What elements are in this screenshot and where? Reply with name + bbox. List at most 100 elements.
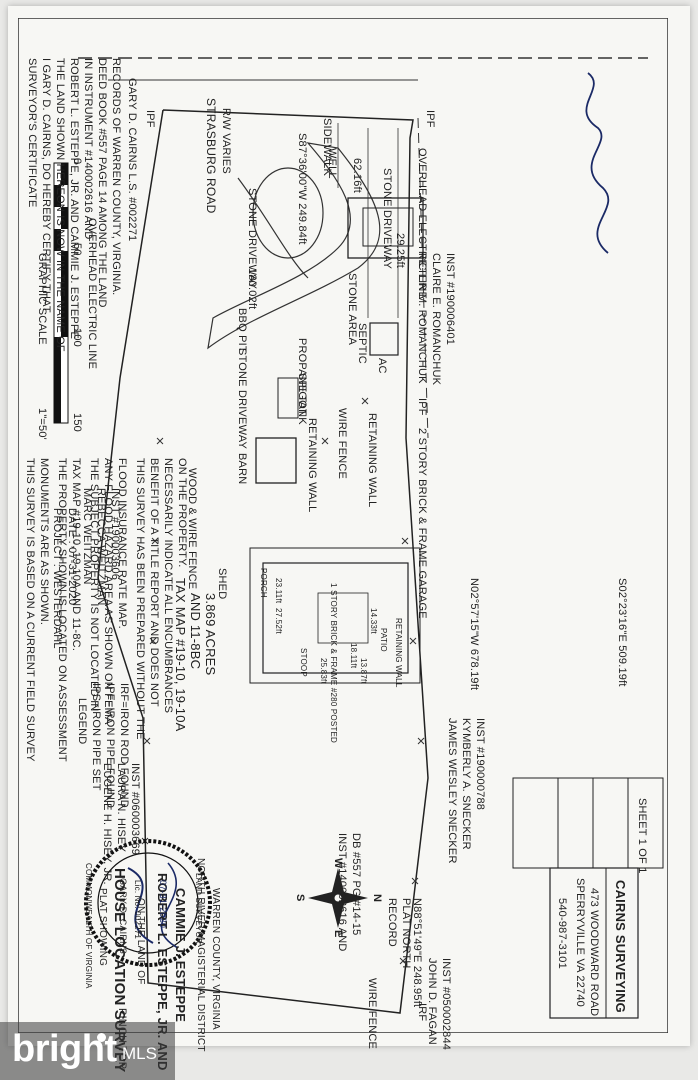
label-acres: 3.869 ACRES [203, 593, 218, 676]
label-weitzman-2: REBECCA WEITZMAN [95, 488, 107, 606]
graphic-scale-bar [53, 162, 69, 424]
title-line-5: CAMMIE J. ESTEPPE [173, 888, 188, 1023]
label-tax-map-1: TAX MAP #19-10, 19-10A [173, 578, 188, 732]
legend-item-irf: IRF=IRON ROD FOUND [118, 683, 130, 808]
label-septic: SEPTIC [356, 323, 368, 364]
survey-paper: PLAT SHOWING HOUSE LOCATION SURVEY ON TH… [8, 6, 690, 1073]
label-stone-driveway-top: STONE DRIVEWAY [381, 168, 393, 269]
label-barn: BARN [236, 453, 248, 485]
north-label-n: N [371, 894, 383, 903]
note-line-9: BENEFIT OF A TITLE REPORT AND DOES NOT [148, 458, 160, 707]
road-rw: R/W VARIES [220, 108, 232, 174]
house-title: 1 STORY BRICK & FRAME #280 POSTED [329, 583, 338, 743]
overhead-electric-line [417, 117, 429, 439]
label-sheet: SHEET 1 OF 1 [636, 798, 648, 874]
label-overhead-electric-left: OVERHEAD ELECTRIC LINE [86, 218, 98, 370]
label-project: PROJECT : WESTERDAHL [51, 508, 63, 649]
watermark-dot-icon [97, 1033, 106, 1042]
house-dim-5: 25.83ft [319, 658, 328, 684]
label-record-north-2: PLAT NORTH [400, 898, 412, 969]
road-name: STRASBURG ROAD [204, 98, 218, 214]
label-retaining-wall: RETAINING WALL [306, 418, 318, 513]
house-porch: PORCH [259, 568, 268, 598]
north-label-w: W [332, 858, 344, 869]
label-hisey-3: INST #060003669 [129, 763, 141, 856]
north-label-s: S [294, 894, 306, 902]
certificate-line-4: IN INSTRUMENT #140002616 AND [82, 58, 94, 240]
scale-title: GRAPHIC SCALE [36, 253, 48, 345]
north-arrow [308, 868, 368, 928]
house-retaining-wall: RETAINING WALL [394, 618, 403, 688]
label-spigot: SPIGOT [296, 373, 308, 416]
monument-ipf-2: IPF [424, 110, 436, 128]
property-boundary [97, 109, 429, 1014]
label-wire-fence: WIRE FENCE [336, 408, 348, 480]
firm-phone: 540-987-3101 [556, 898, 568, 969]
label-wire-fence-2: WIRE FENCE [366, 978, 378, 1050]
label-weitzman-3: INST #190003606 [109, 488, 121, 581]
label-ac: AC [376, 358, 388, 374]
house-detail-frame [249, 547, 421, 684]
legend-item-ips: IPS=IRON PIPE SET [90, 683, 102, 791]
house-dim-1: 23.11ft [274, 578, 283, 604]
bearing-top: S87°36'00"W 249.84ft [296, 133, 308, 245]
label-stone-driveway-mid: STONE DRIVEWAY [236, 348, 248, 449]
firm-name: CAIRNS SURVEYING [613, 880, 628, 1013]
label-romanchuk-2: CLAIRE E. ROMANCHUK [430, 253, 442, 386]
bearing-bottom: N88°51'49"E 248.95ft [411, 898, 423, 1008]
label-date: DATE : 07-31-2020 [66, 508, 78, 606]
surveyor-signature [585, 72, 610, 254]
surveyor-seal [84, 839, 212, 967]
fence-marks [141, 397, 425, 965]
firm-addr1: 473 WOODWARD ROAD [588, 888, 600, 1017]
label-romanchuk-1: PETER M. ROMANCHUK [416, 253, 428, 384]
house-dim-6: 13.87ft [359, 658, 368, 684]
label-snecker-3: INST #190000788 [474, 718, 486, 811]
plat-linework [18, 18, 668, 1033]
driveway-loop [237, 177, 309, 279]
label-dim-29: 29.25ft [394, 233, 406, 269]
driveway-island [252, 167, 324, 259]
title-line-1: PLAT SHOWING [97, 888, 108, 967]
seal-date: 07-31-2020 [158, 880, 168, 929]
certificate-heading: SURVEYOR'S CERTIFICATE [26, 58, 38, 208]
certificate-signature-line: GARY D. CAIRNS L.S. #002271 [126, 78, 138, 242]
certificate-line-3: ROBERT L. ESTEPPE, JR. AND CAMMIE J. EST… [68, 58, 80, 340]
label-weitzman-1: MARC WEITZMAN [81, 488, 93, 585]
label-snecker-1: JAMES WESLEY SNECKER [446, 718, 458, 864]
house-footprint [262, 562, 409, 674]
scale-tick-150: 150 [71, 413, 83, 432]
house-dim-2: 27.52ft [274, 608, 283, 634]
north-label-e: E [332, 930, 344, 938]
certificate-line-2: THE LAND SHOWN HEREON IS NOW IN THE NAME… [54, 58, 66, 352]
bearing-left: S02°23'16"E 509.19ft [616, 578, 628, 687]
seal-name: GARY D. CAIRNS [118, 878, 128, 954]
sheet-info-grid [512, 777, 664, 869]
house-dim-4: 18.11ft [349, 643, 358, 669]
legend-item-ipf: IPF=IRON PIPE FOUND [104, 683, 116, 809]
house-dim-3: 14.33ft [369, 608, 378, 634]
scale-tick-0: 0 [71, 158, 83, 165]
label-dim-180: 180.02ft [246, 268, 258, 310]
label-wood-wire-fence: WOOD & WIRE FENCE [186, 468, 198, 590]
note-line-8: THIS SURVEY HAS BEEN PREPARED WITHOUT TH… [134, 458, 146, 740]
house-interior [317, 592, 369, 644]
house-stoop: STOOP [299, 648, 308, 677]
barn-footprint [255, 437, 297, 484]
note-line-2: MONUMENTS ARE AS SHOWN. [38, 458, 50, 626]
house-patio: PATIO [379, 628, 388, 652]
bright-mls-watermark: bright MLS [0, 1022, 175, 1080]
monument-ipf-1: IPF [144, 110, 156, 128]
label-record-north-1: RECORD [386, 898, 398, 947]
seal-outer: COMMONWEALTH OF VIRGINIA [84, 863, 93, 989]
monument-ipf-3: IPF [416, 398, 428, 416]
label-dim-62: 62.16ft [351, 158, 363, 194]
survey-plat-sheet: PLAT SHOWING HOUSE LOCATION SURVEY ON TH… [18, 18, 668, 1073]
label-fagan-2: INST #050002844 [440, 958, 452, 1051]
label-retaining-wall-2: RETAINING WALL [366, 413, 378, 508]
watermark-suffix: MLS [122, 1044, 157, 1063]
scale-tick-50: 50 [71, 243, 83, 256]
legend-title: LEGEND [76, 698, 88, 745]
scale-ratio: 1"=50' [36, 408, 48, 440]
